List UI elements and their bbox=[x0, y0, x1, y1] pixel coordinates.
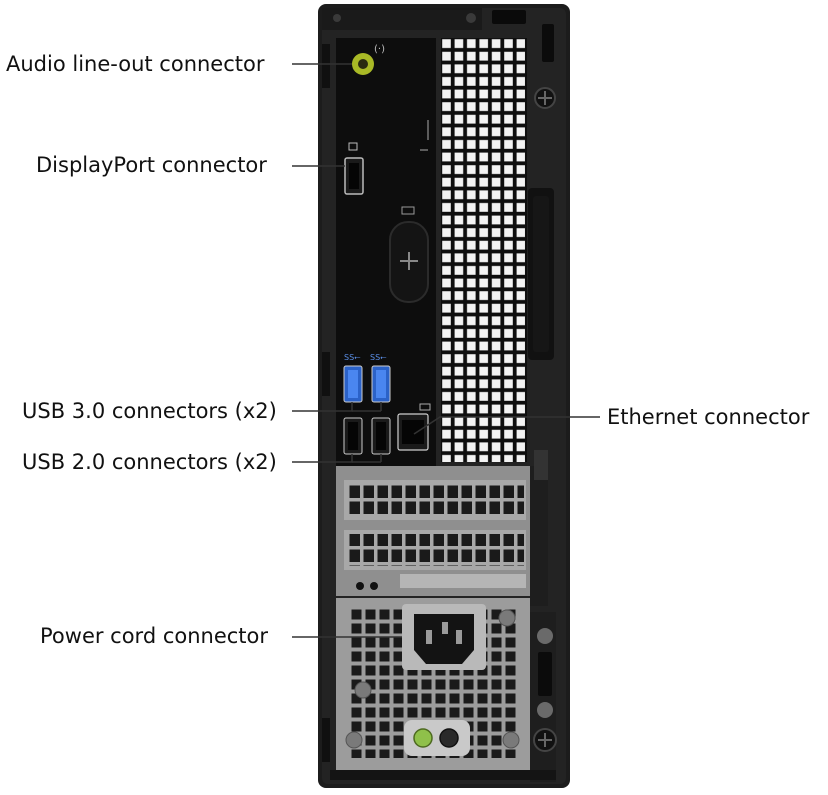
io-panel: (·) SS⭠ SS⭠ bbox=[336, 38, 436, 470]
power-supply bbox=[336, 598, 557, 782]
label-usb2: USB 2.0 connectors (x2) bbox=[22, 450, 277, 474]
expansion-slots bbox=[336, 450, 548, 606]
label-displayport: DisplayPort connector bbox=[36, 153, 267, 177]
usb-icon: SS⭠ bbox=[344, 353, 361, 362]
label-audio-line-out: Audio line-out connector bbox=[6, 52, 265, 76]
svg-text:SS⭠: SS⭠ bbox=[370, 353, 387, 362]
leader-lines bbox=[292, 63, 600, 638]
label-ethernet: Ethernet connector bbox=[607, 405, 810, 429]
usb3-ports: SS⭠ SS⭠ bbox=[343, 353, 391, 403]
svg-text:(·): (·) bbox=[374, 44, 385, 55]
usb2-ports bbox=[343, 417, 391, 455]
ethernet-icon bbox=[397, 403, 431, 451]
label-usb3: USB 3.0 connectors (x2) bbox=[22, 399, 277, 423]
label-power-cord: Power cord connector bbox=[40, 624, 269, 648]
vent-grille bbox=[441, 38, 527, 462]
